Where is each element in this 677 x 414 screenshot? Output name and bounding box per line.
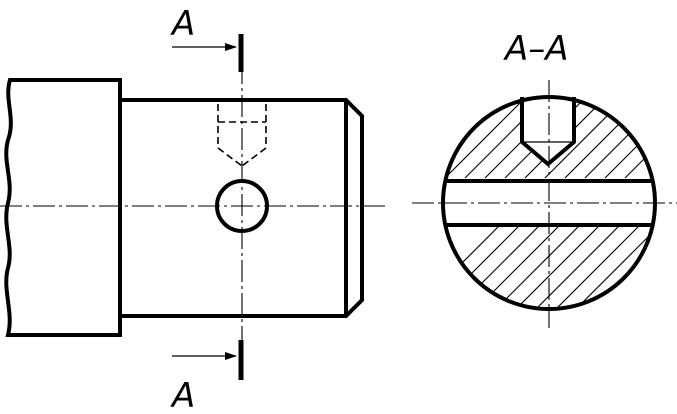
section-hatching	[443, 97, 655, 309]
shaft-body	[120, 98, 364, 318]
label-top-a: A	[170, 4, 195, 44]
main-view: A A	[0, 4, 385, 414]
blind-hole-section	[520, 97, 576, 167]
section-view: A–A	[412, 29, 677, 328]
shaft-collar	[4, 78, 122, 337]
label-bottom-a: A	[170, 376, 195, 414]
section-title: A–A	[503, 29, 569, 69]
